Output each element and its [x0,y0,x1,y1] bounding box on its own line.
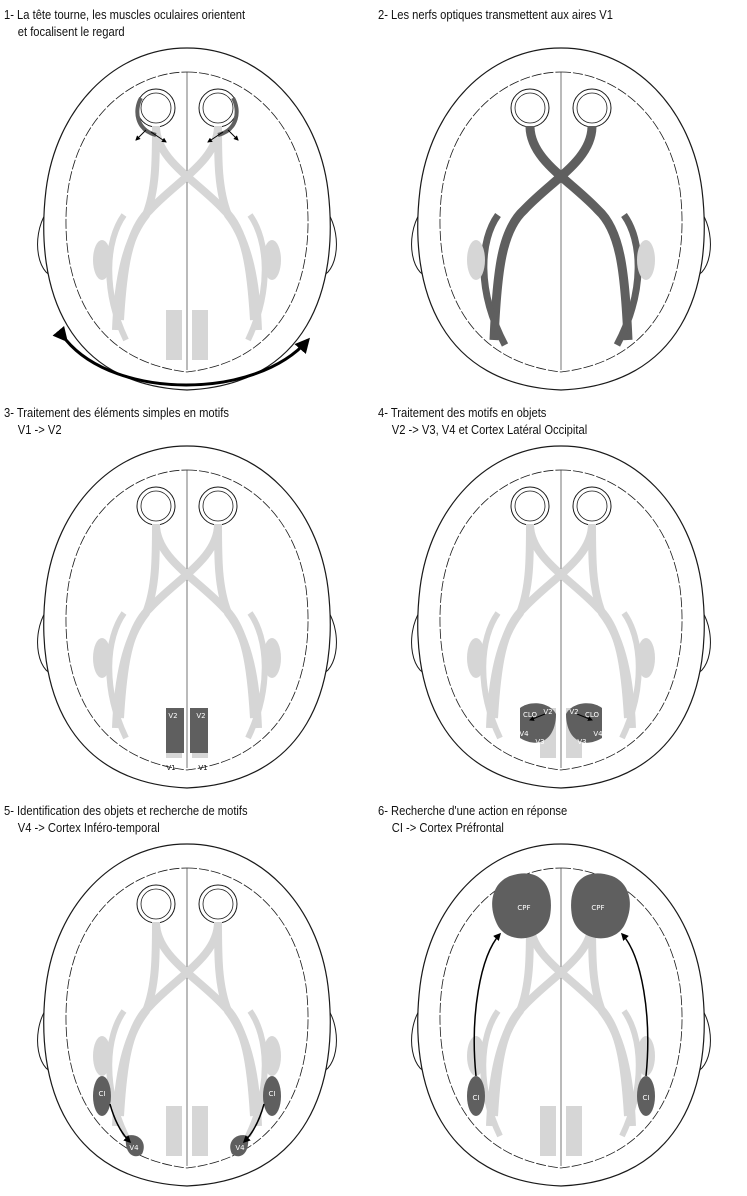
caption-line-2: CI -> Cortex Préfrontal [378,819,567,836]
panel-1: 1- La tête tourne, les muscles oculaires… [0,0,373,397]
v1-left-label: V1 [166,764,175,772]
ci-right-label: CI [643,1094,650,1102]
head-diagram: CLO CLO V2 V2 V4 V4 V3 V3 [380,438,742,793]
caption-line-1: 2- Les nerfs optiques transmettent aux a… [378,7,613,22]
head-diagram [6,40,368,395]
v4-left-label: V4 [519,730,529,738]
panel-3: 3- Traitement des éléments simples en mo… [0,398,373,795]
v2-left-label: V2 [168,712,177,720]
panel-caption: 4- Traitement des motifs en objets V2 ->… [378,404,587,438]
caption-line-1: 5- Identification des objets et recherch… [4,803,248,818]
v4-right-label: V4 [593,730,603,738]
panel-caption: 3- Traitement des éléments simples en mo… [4,404,229,438]
caption-line-1: 4- Traitement des motifs en objets [378,405,546,420]
caption-line-1: 1- La tête tourne, les muscles oculaires… [4,7,245,22]
caption-line-2: V1 -> V2 [4,421,229,438]
v3-left-label: V3 [535,738,544,746]
caption-line-2: V2 -> V3, V4 et Cortex Latéral Occipital [378,421,587,438]
v2-right-label: V2 [569,708,578,716]
caption-line-1: 6- Recherche d'une action en réponse [378,803,567,818]
panel-caption: 6- Recherche d'une action en réponse CI … [378,802,567,836]
ci-left-label: CI [473,1094,480,1102]
panel-4: 4- Traitement des motifs en objets V2 ->… [374,398,747,795]
v4-left-label: V4 [129,1144,139,1152]
v2-right-label: V2 [196,712,205,720]
cpf-left-label: CPF [517,904,530,912]
v1-right-label: V1 [198,764,207,772]
v4-right-label: V4 [235,1144,245,1152]
ci-right-label: CI [269,1090,276,1098]
caption-line-2: et focalisent le regard [4,23,245,40]
head-diagram [380,40,742,395]
v3-right-label: V3 [577,738,586,746]
panel-caption: 2- Les nerfs optiques transmettent aux a… [378,6,613,23]
v2-left-label: V2 [543,708,552,716]
panel-6: 6- Recherche d'une action en réponse CI … [374,796,747,1193]
panel-caption: 1- La tête tourne, les muscles oculaires… [4,6,245,40]
panel-2: 2- Les nerfs optiques transmettent aux a… [374,0,747,397]
ci-left-label: CI [99,1090,106,1098]
cpf-right-label: CPF [591,904,604,912]
head-diagram: V2 V2 V1 V1 [6,438,368,793]
head-diagram: CI CI V4 V4 [6,836,368,1191]
head-diagram: CPF CPF CI CI [380,836,742,1191]
caption-line-1: 3- Traitement des éléments simples en mo… [4,405,229,420]
panel-caption: 5- Identification des objets et recherch… [4,802,248,836]
caption-line-2: V4 -> Cortex Inféro-temporal [4,819,248,836]
panel-5: 5- Identification des objets et recherch… [0,796,373,1193]
